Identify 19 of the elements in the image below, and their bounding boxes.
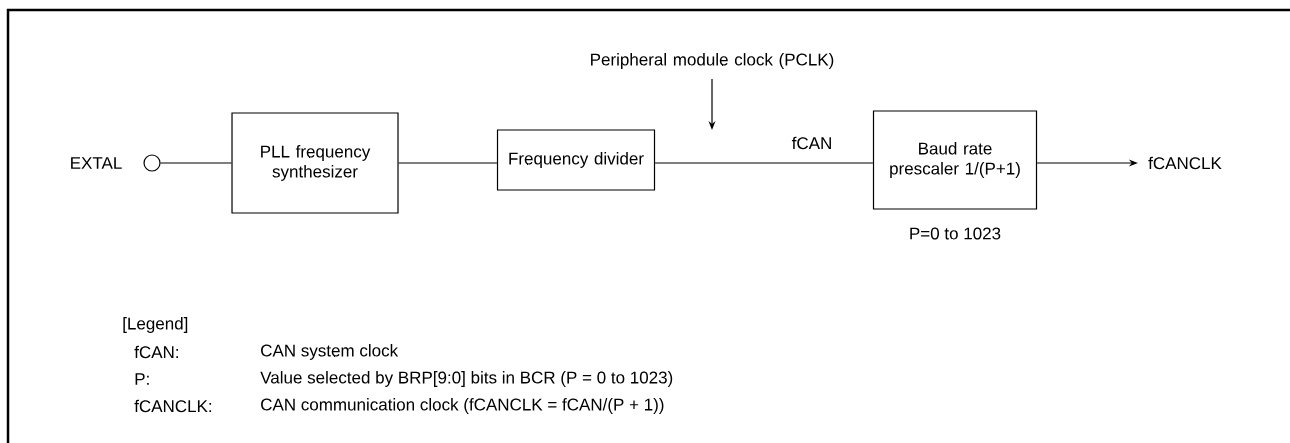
connector-line <box>654 162 874 164</box>
range-note: P=0 to 1023 <box>910 227 1001 240</box>
legend-term: P: <box>135 373 149 385</box>
legend-term: fCAN: <box>134 345 178 359</box>
terminal-circle <box>143 154 161 172</box>
legend-description: Value selected by BRP[9:0] bits in BCR (P = 0 to 1023) <box>260 371 673 387</box>
legend-description: CAN communication clock (fCANCLK = fCAN/(P + 1)) <box>261 398 664 414</box>
legend-term: fCANCLK: <box>134 399 212 413</box>
legend-heading: [Legend] <box>123 317 188 333</box>
connector-line <box>398 162 498 164</box>
signal-label: fCANCLK <box>1148 156 1222 170</box>
connector-line <box>160 162 232 164</box>
edge-label: fCAN <box>790 135 834 151</box>
process-box: Frequency divider <box>496 129 656 191</box>
signal-label: Peripheral module clock (PCLK) <box>591 53 834 69</box>
process-box: PLL frequency synthesizer <box>231 112 399 214</box>
signal-label: EXTAL <box>71 157 122 169</box>
process-box: Baud rate prescaler 1/(P+1) <box>872 110 1038 210</box>
legend-description: CAN system clock <box>261 344 399 360</box>
